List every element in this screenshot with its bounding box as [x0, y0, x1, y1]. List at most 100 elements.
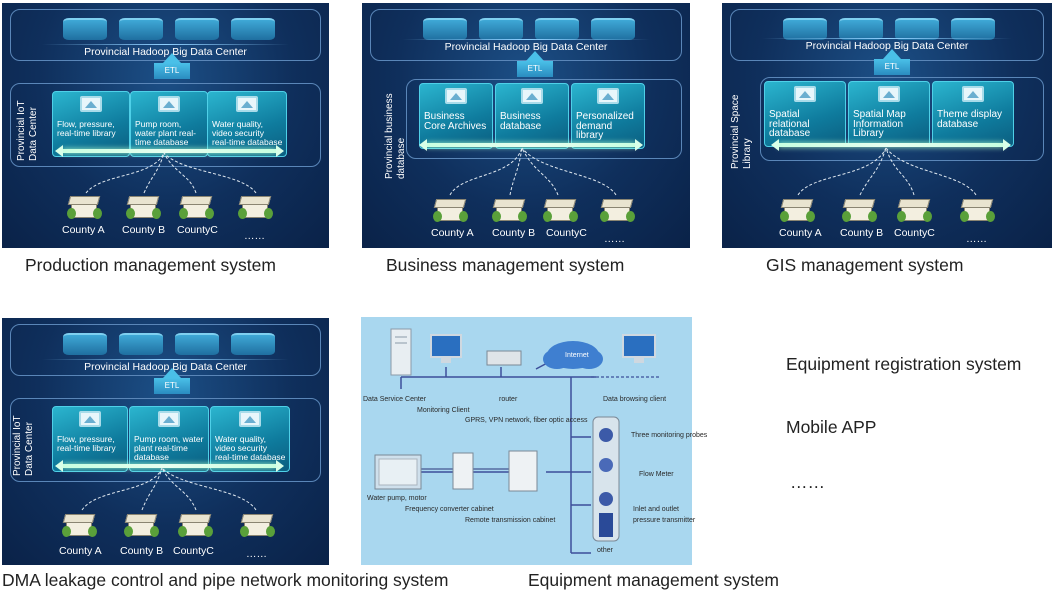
image-icon [794, 86, 816, 102]
image-icon [445, 88, 467, 104]
building-icon [126, 196, 161, 220]
card-1: Flow, pressure, real-time library [52, 91, 130, 157]
hadoop-label: Provincial Hadoop Big Data Center [731, 38, 1043, 52]
building-icon [780, 199, 815, 223]
database-icon [591, 18, 635, 40]
county-links [81, 467, 257, 511]
building-icon [600, 199, 635, 223]
image-icon [158, 96, 180, 112]
county-label: CountyC [177, 224, 218, 236]
database-icon [231, 18, 275, 40]
building-icon [67, 196, 102, 220]
building-icon [178, 514, 213, 538]
card-2: Business database [495, 83, 569, 149]
data-service-center-label: Data Service Center [363, 396, 427, 403]
card-label: Water quality, video security real-time … [212, 119, 283, 147]
county-label: CountyC [546, 227, 587, 239]
county-links [797, 147, 977, 196]
database-icon [783, 18, 827, 40]
card-label: Flow, pressure, real-time library [57, 434, 116, 453]
county-label: CountyC [173, 545, 214, 557]
database-icon [423, 18, 467, 40]
side-list-item: Equipment registration system [786, 354, 1022, 374]
etl-arrow: ETL [517, 51, 553, 77]
building-icon [238, 196, 273, 220]
data-browsing-client-label: Data browsing client [603, 396, 667, 403]
image-icon [521, 88, 543, 104]
card-3: Water quality, video security real-time … [207, 91, 287, 157]
router-label: router [499, 396, 518, 403]
card-label: Pump room, water plant real-time databas… [134, 434, 204, 462]
image-icon [239, 411, 261, 427]
county-label: …… [966, 233, 987, 245]
card-1: Business Core Archives [419, 83, 493, 149]
card-2: Pump room, water plant real-time databas… [130, 91, 208, 157]
gis-diagram: Provincial Hadoop Big Data Center ETL Pr… [722, 3, 1052, 248]
building-icon [960, 199, 995, 223]
etl-arrow: ETL [874, 49, 910, 75]
water-pump-label: Water pump, motor [367, 495, 427, 502]
building-icon [842, 199, 877, 223]
card-label: Business Core Archives [424, 111, 487, 132]
hadoop-label: Provincial Hadoop Big Data Center [11, 359, 320, 373]
production-diagram: Provincial Hadoop Big Data Center ETL Pr… [2, 3, 329, 248]
building-icon [240, 514, 275, 538]
building-icon [62, 514, 97, 538]
pressure-transmitter-label: pressure transmitter [633, 517, 696, 524]
side-list-item: …… [790, 472, 825, 492]
hadoop-box: Provincial Hadoop Big Data Center [10, 9, 321, 61]
image-icon [236, 96, 258, 112]
hadoop-label: Provincial Hadoop Big Data Center [11, 44, 320, 58]
inlet-outlet-label: Inlet and outlet [633, 506, 679, 513]
database-icon [119, 18, 163, 40]
county-links [85, 152, 257, 194]
image-icon [80, 96, 102, 112]
database-icon [951, 18, 995, 40]
county-links [449, 147, 617, 196]
card-label: Personalized demand library [576, 111, 634, 141]
building-icon [124, 514, 159, 538]
card-label: Spatial relational database [769, 109, 811, 139]
database-icon [119, 333, 163, 355]
etl-arrow: ETL [154, 368, 190, 394]
database-icon [63, 18, 107, 40]
county-label: …… [246, 548, 267, 560]
caption: Business management system [386, 255, 625, 275]
database-icon [231, 333, 275, 355]
building-icon [179, 196, 214, 220]
database-icon [175, 18, 219, 40]
freq-cabinet-label: Frequency converter cabinet [405, 506, 494, 513]
caption: DMA leakage control and pipe network mon… [2, 570, 449, 590]
caption: GIS management system [766, 255, 964, 275]
building-icon [897, 199, 932, 223]
data-center-box [406, 79, 682, 159]
database-icon [839, 18, 883, 40]
three-probes-label: Three monitoring probes [631, 432, 708, 439]
card-2: Pump room, water plant real-time databas… [129, 406, 209, 472]
county-label: …… [604, 233, 625, 245]
image-icon [878, 86, 900, 102]
card-label: Pump room, water plant real-time databas… [135, 119, 196, 147]
database-icon [895, 18, 939, 40]
remote-cabinet-label: Remote transmission cabinet [465, 517, 556, 524]
building-icon [492, 199, 527, 223]
connector-band [419, 139, 643, 151]
county-label: County B [492, 227, 536, 239]
connector-band [55, 460, 284, 472]
hadoop-label: Provincial Hadoop Big Data Center [371, 39, 681, 53]
card-label: Spatial Map Information Library [853, 109, 906, 139]
etl-arrow: ETL [154, 53, 190, 79]
data-center-box [10, 83, 321, 167]
database-icon [535, 18, 579, 40]
monitoring-client-label: Monitoring Client [417, 407, 470, 414]
card-label: Theme display database [937, 109, 1003, 130]
gprs-label: GPRS, VPN network, fiber optic access [465, 417, 588, 424]
hadoop-box: Provincial Hadoop Big Data Center [370, 9, 682, 61]
equipment-network [374, 328, 661, 554]
other-label: other [597, 547, 613, 554]
flow-meter-label: Flow Meter [639, 471, 674, 478]
card-2: Spatial Map Information Library [848, 81, 930, 147]
data-center-box [10, 398, 321, 482]
internet-label: Internet [565, 352, 589, 359]
dma-diagram: Provincial Hadoop Big Data Center ETL Pr… [2, 318, 329, 565]
